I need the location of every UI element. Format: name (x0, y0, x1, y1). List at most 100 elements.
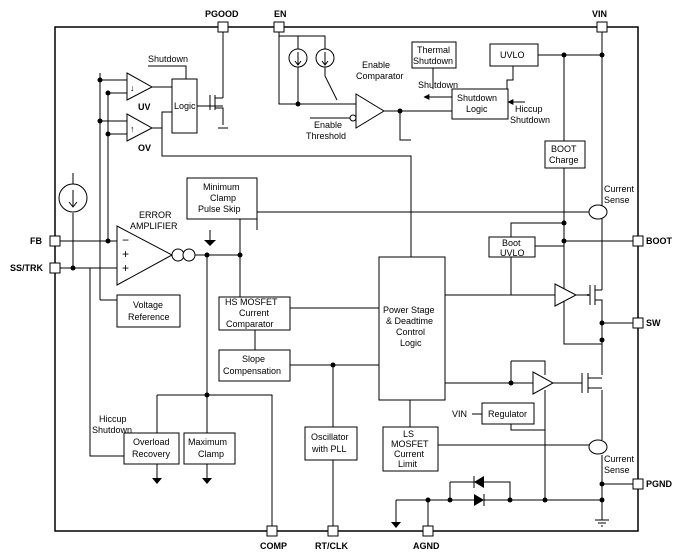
voltage-reference-block: Voltage Reference (116, 294, 181, 328)
pin-ss-trk-label: SS/TRK (10, 263, 44, 273)
hs-mosfet-icon (587, 285, 603, 305)
en-current-source-2-icon (315, 48, 335, 68)
pin-pgnd: PGND (632, 478, 673, 490)
vin-regulator-label: VIN (452, 409, 467, 419)
thermal-shutdown-block: Thermal Shutdown (411, 41, 457, 69)
current-sense-bottom-label-2: Sense (604, 465, 630, 475)
shutdown-logic-label-1: Shutdown (457, 93, 497, 103)
pin-comp: COMP (260, 525, 287, 551)
power-stage-label-4: Logic (400, 338, 422, 348)
pin-vin-label: VIN (592, 9, 607, 19)
hiccup-shutdown-right-2: Shutdown (510, 115, 550, 125)
pin-fb: FB (30, 235, 61, 247)
min-clamp-label-2: Clamp (210, 193, 236, 203)
en-current-source-1-icon (288, 48, 308, 68)
pin-sw-label: SW (646, 318, 661, 328)
shutdown-logic-label-2: Logic (466, 104, 488, 114)
ls-current-limit-label-2: MOSFET (391, 439, 429, 449)
ls-current-limit-block: LS MOSFET Current Limit (382, 426, 439, 472)
min-clamp-block: Minimum Clamp Pulse Skip (186, 177, 258, 220)
enable-comparator (349, 93, 385, 129)
enable-threshold-label-2: Threshold (306, 131, 346, 141)
power-stage-label-1: Power Stage (383, 305, 435, 315)
junction-dots (70, 52, 605, 503)
oscillator-block: Oscillator with PLL (304, 426, 358, 461)
power-stage-label-3: Control (396, 327, 425, 337)
uvlo-label: UVLO (500, 50, 525, 60)
pin-ss-trk: SS/TRK (10, 262, 61, 274)
uv-comparator: ↓ UV (126, 72, 154, 112)
pin-en: EN (273, 9, 287, 33)
pin-pgood-label: PGOOD (205, 9, 239, 19)
error-amplifier-label-1: ERROR (139, 210, 172, 220)
overload-recovery-label-1: Overload (133, 437, 170, 447)
current-sense-top-label-1: Current (604, 184, 635, 194)
shutdown-arrow-label: Shutdown (418, 80, 458, 90)
pin-fb-label: FB (30, 236, 42, 246)
pin-vin: VIN (592, 9, 608, 33)
shutdown-top-label: Shutdown (148, 54, 188, 64)
pin-agnd: AGND (413, 525, 440, 551)
min-clamp-label-1: Minimum (203, 182, 240, 192)
uvlo-block: UVLO (489, 43, 539, 67)
voltage-reference-label-2: Reference (128, 312, 170, 322)
enable-threshold-label-1: Enable (314, 120, 342, 130)
pin-comp-label: COMP (260, 541, 287, 551)
maximum-clamp-block: Maximum Clamp (183, 432, 236, 465)
boot-charge-label-2: Charge (549, 155, 579, 165)
amp-plus-2: + (122, 261, 129, 275)
hiccup-shutdown-right-1: Hiccup (515, 104, 543, 114)
ls-current-limit-label-3: Current (394, 449, 425, 459)
power-stage-label-2: & Deadtime (386, 316, 433, 326)
hs-comparator-label-3: Comparator (226, 319, 274, 329)
overload-recovery-block: Overload Recovery (123, 432, 180, 465)
ov-comparator: ↑ OV (126, 113, 154, 153)
amp-plus-1: + (122, 247, 129, 261)
ls-current-limit-label-1: LS (403, 429, 414, 439)
ground-arrow-icon (391, 522, 401, 528)
hs-comparator-label-2: Current (239, 308, 270, 318)
maximum-clamp-label-1: Maximum (188, 437, 227, 447)
oscillator-label-2: with PLL (311, 444, 347, 454)
pin-boot-label: BOOT (646, 236, 673, 246)
hiccup-shutdown-left-2: Shutdown (92, 425, 132, 435)
amp-minus: − (122, 233, 129, 247)
hs-comparator-block: HS MOSFET Current Comparator (218, 296, 291, 331)
ls-mosfet-icon (581, 373, 602, 393)
pgnd-ground-icon (595, 519, 609, 527)
oscillator-label-1: Oscillator (311, 432, 349, 442)
pin-en-label: EN (274, 9, 287, 19)
slope-compensation-label-1: Slope (242, 354, 265, 364)
diode-bottom-icon (474, 494, 485, 506)
slope-compensation-label-2: Compensation (223, 366, 281, 376)
voltage-reference-label-1: Voltage (133, 300, 163, 310)
thermal-shutdown-label-2: Shutdown (413, 56, 453, 66)
overload-recovery-label-2: Recovery (132, 449, 171, 459)
error-amplifier: − + + (116, 225, 196, 286)
current-sense-top-label-2: Sense (604, 195, 630, 205)
ov-label: OV (138, 143, 151, 153)
ground-arrow-icon (202, 478, 212, 484)
svg-text:↑: ↑ (130, 124, 135, 134)
boot-charge-label-1: BOOT (551, 144, 577, 154)
maximum-clamp-label-2: Clamp (198, 449, 224, 459)
chip-outline (54, 26, 639, 532)
current-sense-bottom-label-1: Current (604, 454, 635, 464)
pin-rt-clk-label: RT/CLK (315, 541, 348, 551)
pin-pgnd-label: PGND (646, 479, 673, 489)
pin-rt-clk: RT/CLK (315, 525, 348, 551)
hs-comparator-label-1: HS MOSFET (225, 297, 278, 307)
ss-current-source-icon (58, 183, 88, 213)
regulator-label: Regulator (488, 409, 527, 419)
boot-uvlo-label-1: Boot (502, 238, 521, 248)
regulator-block: Regulator (481, 402, 535, 425)
logic-block: Logic (171, 78, 198, 134)
hiccup-shutdown-left-1: Hiccup (99, 414, 127, 424)
svg-text:↓: ↓ (130, 83, 135, 93)
diode-top-icon (473, 476, 484, 488)
boot-charge-block: BOOT Charge (544, 140, 586, 169)
pin-sw: SW (632, 317, 661, 329)
enable-comparator-label-1: Enable (362, 60, 390, 70)
logic-label: Logic (174, 101, 196, 111)
